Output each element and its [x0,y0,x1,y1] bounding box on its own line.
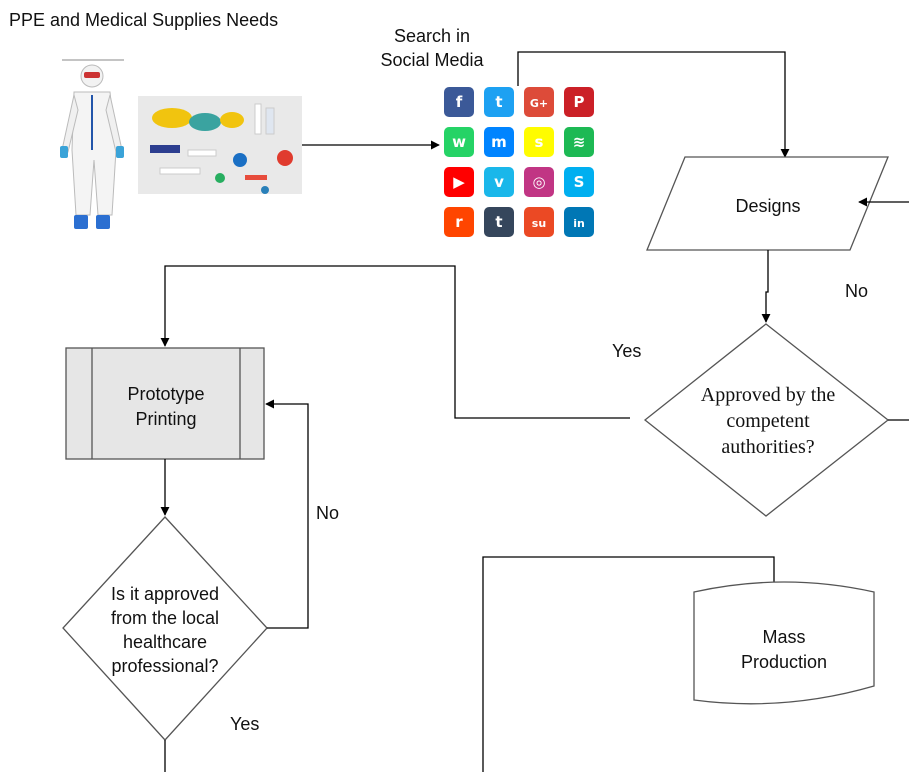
designs-node [646,156,889,251]
tumblr-icon: t [484,207,514,237]
stumbleupon-glyph: su [532,217,546,230]
facebook-icon: f [444,87,474,117]
pinterest-icon: P [564,87,594,117]
social-media-label-line2: Social Media [380,50,484,70]
stumbleupon-icon: su [524,207,554,237]
arrow-local-no-to-prototype [265,399,309,629]
instagram-glyph: ◎ [532,173,545,191]
social-media-icon-grid: f t G+ Pw m s ≋ ▶ v ◎ Sr t su in [444,87,594,237]
local-question-line1: Is it approved [111,584,219,604]
local-question-line2: from the local [111,608,219,628]
instagram-icon: ◎ [524,167,554,197]
ppe-suit-image [60,59,124,229]
google-plus-icon: G+ [524,87,554,117]
linkedin-icon: in [564,207,594,237]
edge-label-yes-local: Yes [230,714,259,734]
local-approval-decision-node [62,516,268,741]
tumblr-glyph: t [495,213,502,231]
mass-production-label-line1: Mass [762,627,805,647]
google-plus-glyph: G+ [530,97,548,110]
edge-label-no-authorities: No [845,281,868,301]
skype-icon: S [564,167,594,197]
edge-label-no-local: No [316,503,339,523]
authorities-question-line3: authorities? [721,436,814,458]
mass-production-node [693,581,875,705]
arrow-designs-to-authorities [761,250,771,323]
reddit-icon: r [444,207,474,237]
reddit-glyph: r [455,213,463,231]
social-media-label-line1: Search in [394,26,470,46]
local-question-line3: healthcare [123,632,207,652]
spotify-icon: ≋ [564,127,594,157]
vimeo-icon: v [484,167,514,197]
arrow-to-mass-production [482,556,779,772]
twitter-glyph: t [495,93,502,111]
prototype-label-line2: Printing [135,409,196,429]
authorities-decision-node [643,323,890,517]
authorities-question-line2: competent [726,410,810,432]
spotify-glyph: ≋ [573,133,586,151]
messenger-icon: m [484,127,514,157]
facebook-glyph: f [456,93,463,111]
designs-label: Designs [735,196,800,216]
mass-production-label-line2: Production [741,652,827,672]
prototype-printing-node [65,347,265,460]
arrow-social-to-designs [517,51,790,158]
page-title: PPE and Medical Supplies Needs [9,10,278,30]
medical-supplies-image [138,96,302,194]
authorities-question-line1: Approved by the [701,384,836,406]
whatsapp-icon: w [444,127,474,157]
skype-glyph: S [574,173,585,191]
youtube-icon: ▶ [444,167,474,197]
arrow-authorities-yes-to-prototype [160,265,630,419]
snapchat-icon: s [524,127,554,157]
twitter-icon: t [484,87,514,117]
vimeo-glyph: v [494,173,504,191]
whatsapp-glyph: w [452,133,466,151]
edge-label-yes-authorities: Yes [612,341,641,361]
snapchat-glyph: s [535,133,544,151]
prototype-label-line1: Prototype [127,384,204,404]
local-question-line4: professional? [111,656,218,676]
youtube-glyph: ▶ [453,173,465,191]
linkedin-glyph: in [573,217,585,230]
messenger-glyph: m [491,133,507,151]
pinterest-glyph: P [574,93,585,111]
